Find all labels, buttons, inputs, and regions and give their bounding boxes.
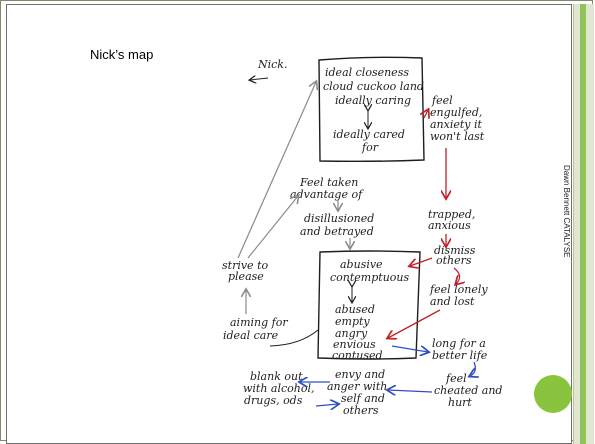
svg-text:anxiety it: anxiety it (430, 118, 483, 131)
svg-text:feel lonely: feel lonely (429, 283, 488, 296)
arrow-blue-cheated-to-envy (388, 390, 433, 392)
ideal-box-line-4: ideally cared (333, 128, 405, 141)
svg-text:anger with: anger with (327, 380, 387, 393)
grey-arrows (237, 82, 350, 347)
arrow-blue-longing-to-cheated (470, 361, 475, 376)
hurt-box-line-4: empty (335, 315, 370, 328)
arrow-grey-strive-to-taken (247, 196, 298, 259)
svg-text:and betrayed: and betrayed (300, 225, 374, 238)
node-feel-taken-advantage: Feel taken advantage of (290, 176, 364, 201)
ideal-box-line-1: ideal closeness (325, 66, 409, 79)
hurt-state-box: abusive contemptuous abused empty angry … (317, 250, 421, 362)
svg-text:others: others (436, 254, 472, 267)
slide-title: Nick’s map (90, 47, 154, 62)
node-disillusioned: disillusioned and betrayed (300, 212, 374, 238)
svg-text:trapped,: trapped, (428, 208, 475, 221)
node-dismiss-others: dismiss others (434, 244, 476, 267)
svg-text:aiming for: aiming for (230, 316, 288, 329)
node-long-for-better-life: long for a better life (432, 337, 488, 362)
arrow-red-lonely-to-box (388, 309, 441, 338)
svg-text:strive to: strive to (222, 259, 268, 272)
svg-text:hurt: hurt (448, 396, 472, 409)
hurt-state-box-outline (317, 250, 421, 360)
arrow-red-to-engulfed (424, 110, 428, 118)
author-tag-arrow (250, 78, 269, 80)
arrow-grey-strive-to-ideal (237, 82, 316, 259)
svg-text:better life: better life (432, 349, 488, 362)
svg-text:Feel taken: Feel taken (299, 176, 358, 189)
author-tag-label: Nick. (257, 58, 287, 71)
svg-text:disillusioned: disillusioned (304, 212, 374, 225)
node-feel-lonely: feel lonely and lost (429, 283, 488, 308)
svg-text:ideal care: ideal care (223, 329, 279, 342)
node-strive-to-please: strive to please (222, 259, 268, 283)
node-aiming-ideal-care: aiming for ideal care (223, 316, 288, 342)
svg-text:self and: self and (341, 392, 385, 405)
hurt-box-line-5: angry (335, 327, 368, 340)
node-feel-cheated: feel cheated and hurt (434, 372, 502, 409)
hurt-box-line-7: contused (332, 349, 383, 362)
side-stripe-accent (580, 4, 586, 444)
author-tag: Nick. (250, 58, 287, 80)
svg-text:won't last: won't last (430, 130, 485, 143)
arrow-red-dismiss-to-box (410, 257, 433, 266)
blue-arrows (300, 345, 475, 406)
svg-text:others: others (343, 404, 379, 417)
svg-text:please: please (228, 270, 264, 283)
hurt-box-line-2: contemptuous (330, 271, 409, 284)
decorative-dot (534, 375, 572, 413)
hurt-box-line-6: envious (333, 338, 376, 351)
arrow-blue-box-to-longing (391, 345, 428, 352)
svg-text:drugs, ods: drugs, ods (244, 394, 303, 407)
side-credit: Dawn Bennett CATALYSE (562, 165, 571, 258)
svg-text:engulfed,: engulfed, (430, 106, 482, 119)
ideal-box-line-5: for (361, 141, 379, 154)
node-blank-out: blank out with alcohol, drugs, ods (243, 370, 315, 407)
ideal-box-line-2: cloud cuckoo land (323, 80, 424, 93)
svg-text:feel: feel (431, 94, 453, 107)
node-feel-engulfed: feel engulfed, anxiety it won't last (430, 94, 485, 143)
ideal-state-box-outline (318, 56, 425, 163)
line-box-to-aiming (269, 329, 319, 347)
svg-text:long for a: long for a (432, 337, 486, 350)
svg-text:blank out: blank out (250, 370, 303, 383)
ideal-box-line-3: ideally caring (335, 94, 411, 107)
red-arrows (388, 110, 460, 338)
svg-text:feel: feel (445, 372, 467, 385)
svg-text:advantage of: advantage of (290, 188, 364, 201)
arrow-blue-blank-to-envy (315, 404, 338, 406)
svg-text:cheated and: cheated and (434, 384, 502, 397)
svg-text:envy and: envy and (335, 368, 385, 381)
svg-text:with alcohol,: with alcohol, (243, 382, 315, 395)
hurt-box-line-3: abused (335, 303, 375, 316)
node-trapped: trapped, anxious (428, 208, 475, 232)
hurt-box-line-1: abusive (340, 258, 383, 271)
svg-text:anxious: anxious (428, 219, 471, 232)
ideal-state-box: ideal closeness cloud cuckoo land ideall… (318, 56, 425, 163)
svg-text:and lost: and lost (430, 295, 475, 308)
node-envy-anger: envy and anger with self and others (327, 368, 387, 417)
arrow-red-dismiss-to-lonely (453, 267, 460, 284)
